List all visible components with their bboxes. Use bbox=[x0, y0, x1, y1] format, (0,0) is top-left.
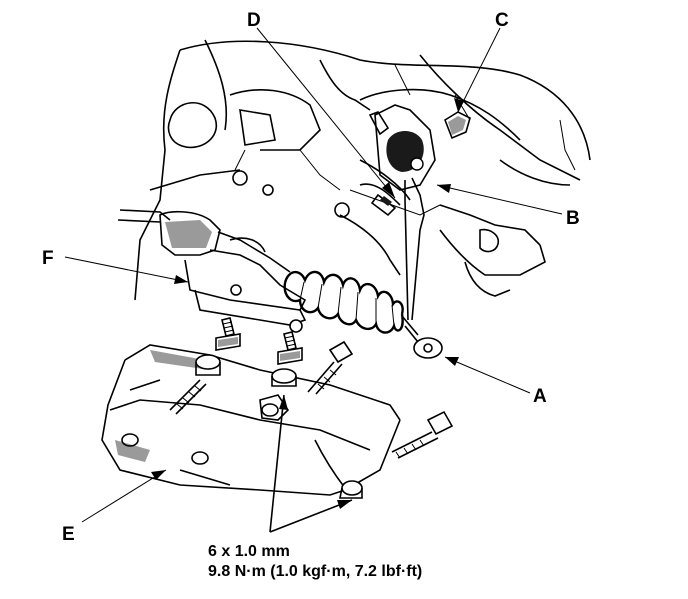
callout-d: D bbox=[247, 10, 261, 31]
bracket bbox=[101, 344, 401, 496]
leader-lines bbox=[64, 27, 563, 533]
transmission-housing bbox=[134, 39, 591, 301]
bolt-2 bbox=[169, 354, 221, 415]
callout-c: C bbox=[495, 10, 509, 31]
torque-value-label: 9.8 N·m (1.0 kgf·m, 7.2 lbf·ft) bbox=[208, 563, 422, 580]
callout-labels: D C B F A E bbox=[42, 10, 580, 545]
bolt-1 bbox=[215, 317, 241, 351]
torque-spec: 6 x 1.0 mm 9.8 N·m (1.0 kgf·m, 7.2 lbf·f… bbox=[208, 543, 422, 580]
release-fork-assembly bbox=[359, 104, 471, 321]
bolt-4 bbox=[307, 340, 354, 395]
callout-a: A bbox=[533, 386, 547, 407]
pushrod-boot bbox=[283, 270, 443, 359]
callout-f: F bbox=[42, 248, 54, 269]
callout-e: E bbox=[62, 524, 75, 545]
slave-cylinder bbox=[117, 209, 307, 333]
callout-b: B bbox=[566, 208, 580, 229]
bolt-size-label: 6 x 1.0 mm bbox=[208, 543, 290, 560]
bolts bbox=[169, 317, 454, 499]
bolt-3 bbox=[271, 331, 303, 387]
bolt-5 bbox=[339, 410, 454, 499]
